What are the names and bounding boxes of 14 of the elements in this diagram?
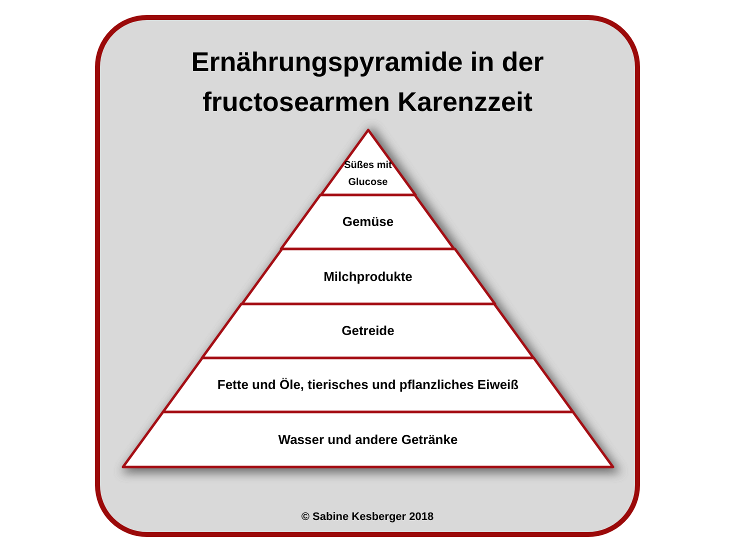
tier-label: Gemüse	[341, 214, 395, 230]
rounded-panel	[95, 15, 640, 537]
pyramid-tier	[242, 249, 494, 304]
tier-label: Wasser und andere Getränke	[277, 432, 459, 448]
tier-label: Süßes mit Glucose	[343, 159, 393, 190]
pyramid-tier	[123, 412, 613, 467]
pyramid-title: Ernährungspyramide in der fructosearmen Karenzzeit	[190, 46, 545, 119]
tier-label: Milchprodukte	[322, 268, 414, 284]
copyright-note: © Sabine Kesberger 2018	[300, 511, 435, 523]
pyramid-tier	[162, 358, 573, 412]
tier-label: Fette und Öle, tierisches und pflanzliches Eiweiß	[216, 377, 520, 393]
pyramid-tier	[281, 195, 454, 249]
pyramid-tier	[202, 304, 534, 358]
tier-label: Getreide	[340, 323, 396, 339]
